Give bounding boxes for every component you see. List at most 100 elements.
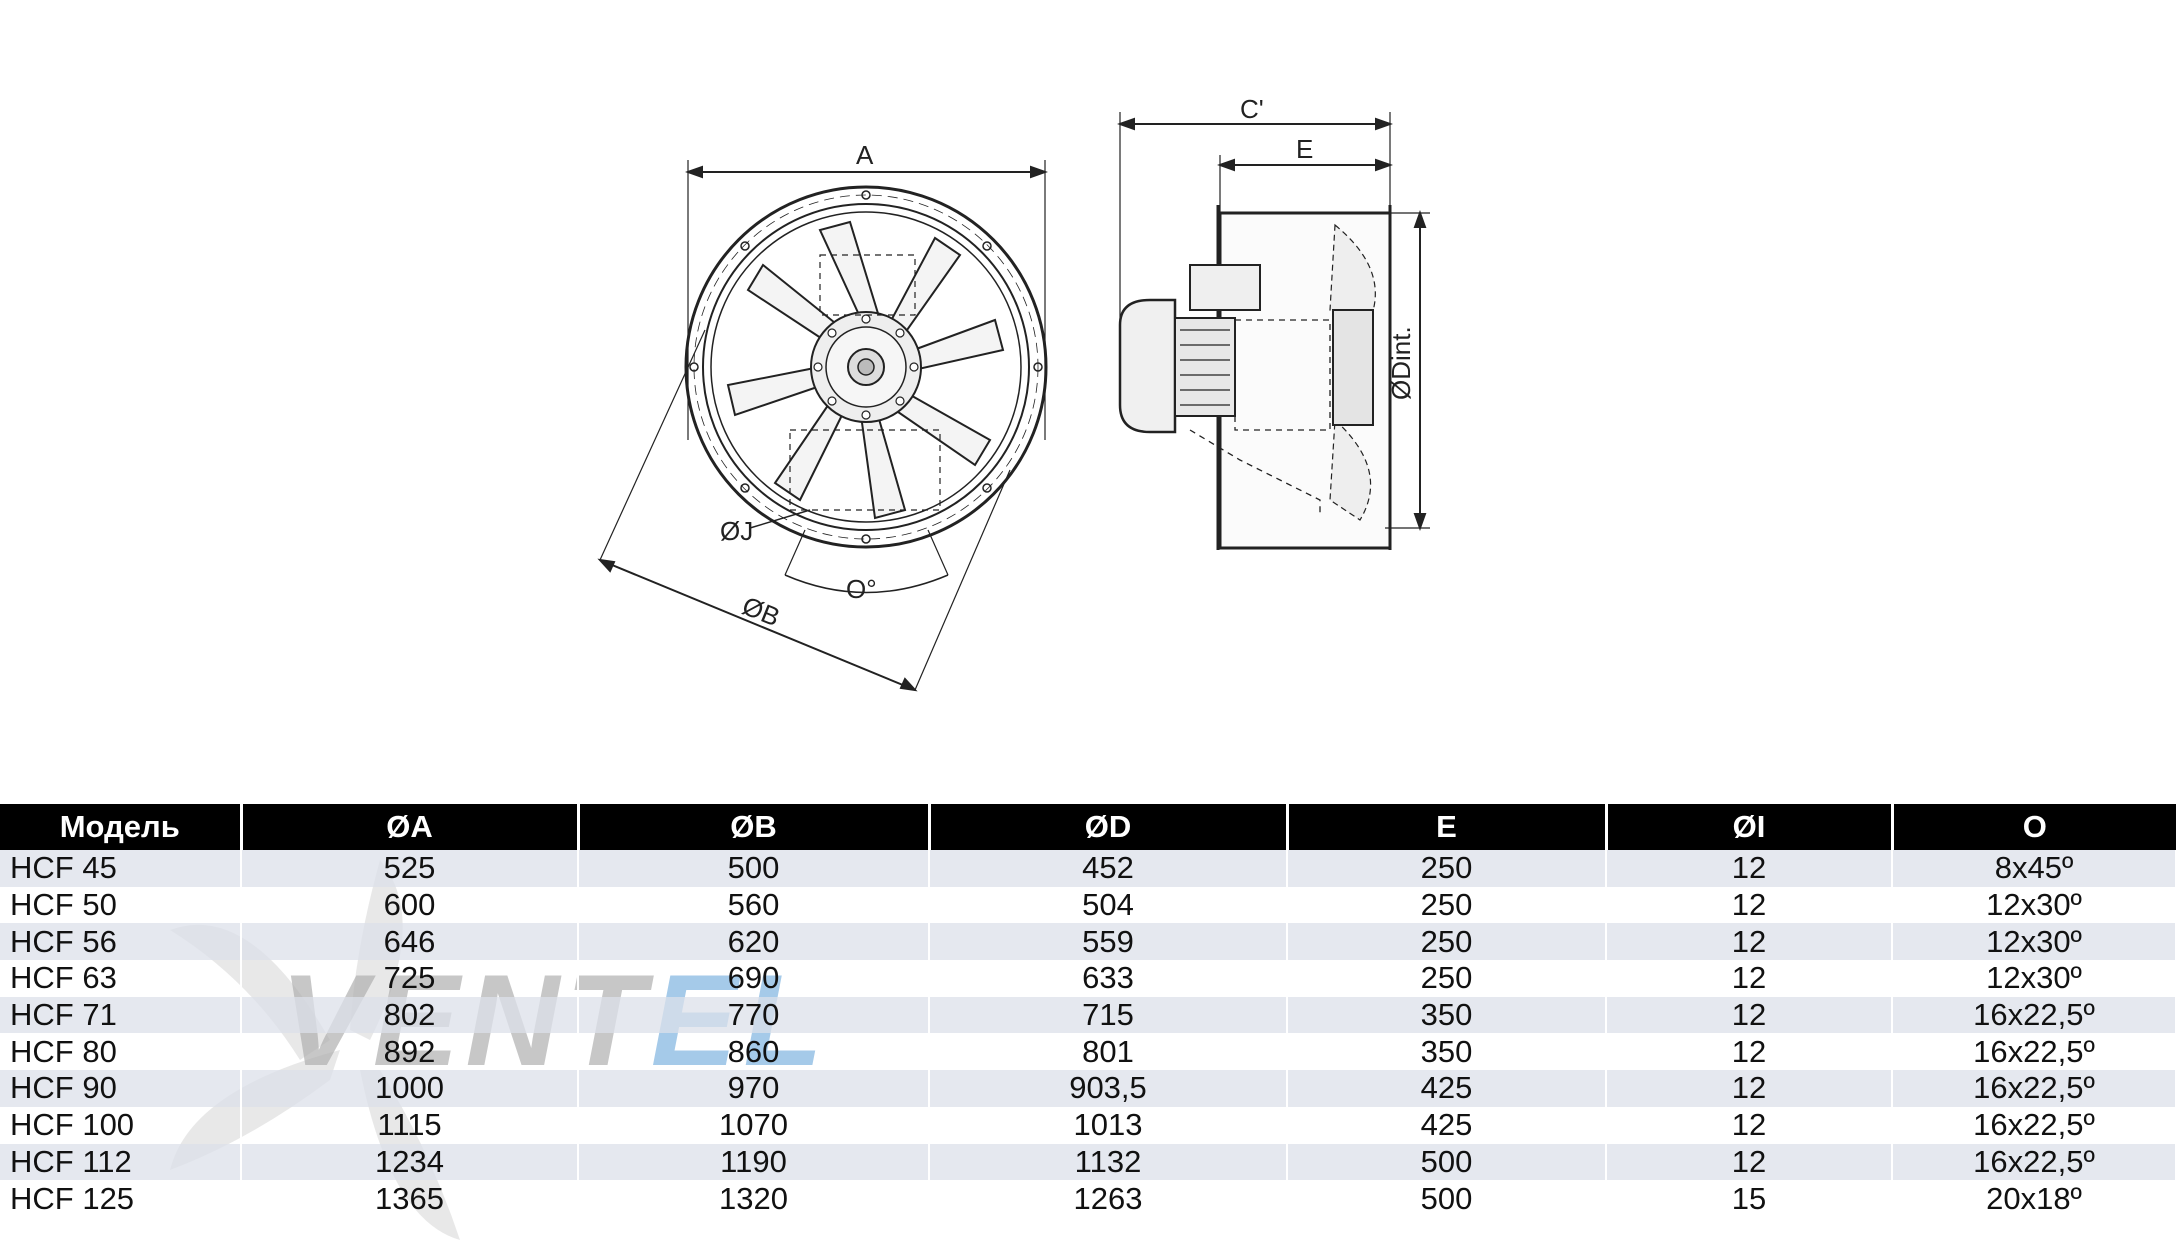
column-header-e: E: [1287, 804, 1608, 850]
dim-label-e: E: [1296, 134, 1313, 164]
cell-model: HCF 63: [0, 960, 242, 997]
dim-label-a: A: [856, 140, 874, 170]
cell-e: 250: [1287, 960, 1607, 997]
table-header-row: Модель ØA ØB ØD E ØI O: [0, 804, 2176, 850]
cell-model: HCF 90: [0, 1070, 242, 1107]
cell-model: HCF 112: [0, 1143, 242, 1181]
cell-a: 1115: [241, 1106, 579, 1144]
cell-model: HCF 56: [0, 923, 242, 961]
cell-e: 500: [1287, 1143, 1607, 1181]
dim-label-b: ØB: [738, 590, 784, 632]
dim-label-dint: ØDint.: [1386, 326, 1416, 400]
cell-e: 500: [1287, 1180, 1607, 1217]
column-header-model: Модель: [0, 804, 243, 850]
cell-b: 500: [578, 850, 930, 887]
cell-i: 12: [1606, 886, 1893, 924]
cell-o: 12x30º: [1892, 960, 2176, 997]
cell-d: 504: [929, 886, 1288, 924]
cell-o: 12x30º: [1892, 886, 2176, 924]
cell-b: 1320: [578, 1180, 930, 1217]
cell-i: 12: [1606, 1106, 1893, 1144]
cell-a: 646: [241, 923, 579, 961]
cell-a: 525: [241, 850, 579, 887]
cell-d: 633: [929, 960, 1288, 997]
cell-b: 1190: [578, 1143, 930, 1181]
front-view: [597, 160, 1048, 692]
cell-b: 560: [578, 886, 930, 924]
cell-i: 12: [1606, 850, 1893, 887]
cell-d: 1013: [929, 1106, 1288, 1144]
cell-i: 12: [1606, 996, 1893, 1034]
cell-b: 860: [578, 1033, 930, 1071]
dim-label-o: O°: [846, 574, 877, 604]
cell-i: 12: [1606, 960, 1893, 997]
cell-model: HCF 80: [0, 1033, 242, 1071]
cell-i: 12: [1606, 1143, 1893, 1181]
cell-d: 452: [929, 850, 1288, 887]
cell-d: 715: [929, 996, 1288, 1034]
column-header-i: ØI: [1606, 804, 1894, 850]
column-header-o: O: [1892, 804, 2176, 850]
cell-model: HCF 100: [0, 1106, 242, 1144]
cell-i: 12: [1606, 1070, 1893, 1107]
cell-i: 15: [1606, 1180, 1893, 1217]
cell-d: 801: [929, 1033, 1288, 1071]
side-view: [1117, 112, 1430, 550]
cell-a: 892: [241, 1033, 579, 1071]
cell-a: 802: [241, 996, 579, 1034]
cell-o: 16x22,5º: [1892, 1106, 2176, 1144]
cell-d: 903,5: [929, 1070, 1288, 1107]
cell-e: 250: [1287, 886, 1607, 924]
column-header-d: ØD: [929, 804, 1289, 850]
cell-d: 1132: [929, 1143, 1288, 1181]
cell-e: 250: [1287, 923, 1607, 961]
cell-o: 16x22,5º: [1892, 996, 2176, 1034]
cell-i: 12: [1606, 923, 1893, 961]
dim-label-j: ØJ: [720, 516, 753, 546]
cell-model: HCF 125: [0, 1180, 242, 1217]
cell-model: HCF 45: [0, 850, 242, 887]
cell-o: 16x22,5º: [1892, 1033, 2176, 1071]
cell-o: 16x22,5º: [1892, 1070, 2176, 1107]
cell-b: 770: [578, 996, 930, 1034]
cell-d: 559: [929, 923, 1288, 961]
dim-label-c: C': [1240, 94, 1264, 124]
cell-e: 250: [1287, 850, 1607, 887]
cell-o: 12x30º: [1892, 923, 2176, 961]
cell-a: 600: [241, 886, 579, 924]
cell-e: 425: [1287, 1070, 1607, 1107]
cell-o: 20x18º: [1892, 1180, 2176, 1217]
cell-b: 1070: [578, 1106, 930, 1144]
cell-a: 1234: [241, 1143, 579, 1181]
fan-drawing-svg: A ØJ O° ØB C' E ØDint.: [597, 94, 1430, 692]
cell-e: 425: [1287, 1106, 1607, 1144]
cell-o: 8x45º: [1892, 850, 2176, 887]
column-header-a: ØA: [241, 804, 580, 850]
cell-a: 725: [241, 960, 579, 997]
cell-d: 1263: [929, 1180, 1288, 1217]
cell-b: 690: [578, 960, 930, 997]
cell-a: 1000: [241, 1070, 579, 1107]
cell-model: HCF 50: [0, 886, 242, 924]
column-header-b: ØB: [578, 804, 931, 850]
cell-a: 1365: [241, 1180, 579, 1217]
cell-i: 12: [1606, 1033, 1893, 1071]
cell-model: HCF 71: [0, 996, 242, 1034]
cell-b: 620: [578, 923, 930, 961]
cell-o: 16x22,5º: [1892, 1143, 2176, 1181]
technical-drawing: A ØJ O° ØB C' E ØDint.: [597, 94, 1430, 692]
cell-e: 350: [1287, 1033, 1607, 1071]
cell-e: 350: [1287, 996, 1607, 1034]
